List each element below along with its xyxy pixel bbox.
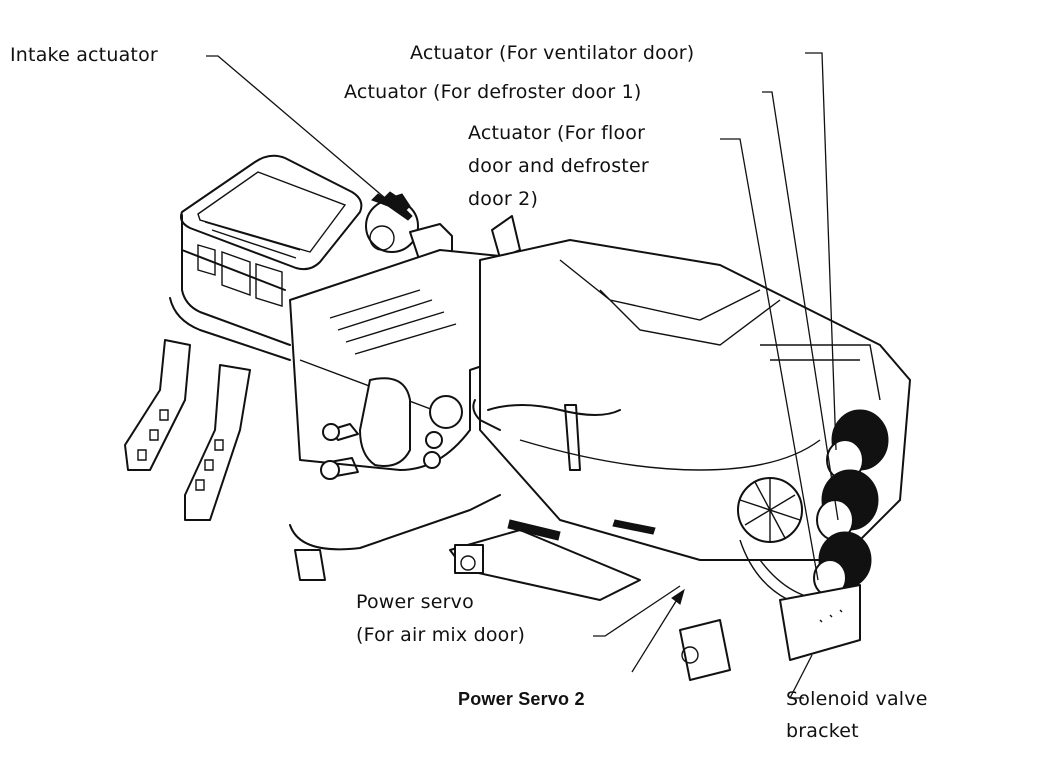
leader-intake-actuator — [206, 55, 393, 205]
leader-defroster1-actuator — [762, 91, 839, 521]
label-intake-actuator: Intake actuator — [10, 44, 158, 66]
leader-ventilator-actuator — [805, 52, 837, 451]
door-linkages — [289, 494, 731, 681]
actuator-cluster — [737, 409, 889, 661]
label-ventilator-actuator: Actuator (For ventilator door) — [410, 42, 695, 64]
label-power-servo-line1: Power servo — [356, 591, 474, 613]
leader-power-servo-2-arrowhead — [671, 588, 685, 605]
leader-floor-actuator — [720, 138, 819, 581]
label-solenoid-valve-line2: bracket — [786, 720, 859, 742]
label-floor-actuator-line1: Actuator (For floor — [468, 122, 646, 144]
label-floor-actuator-line2: door and defroster — [468, 155, 649, 177]
blower-intake-housing — [169, 154, 363, 361]
label-floor-actuator-line3: door 2) — [468, 188, 539, 210]
leader-power-servo-2 — [631, 597, 679, 673]
label-power-servo-line2: (For air mix door) — [356, 624, 526, 646]
label-solenoid-valve-line1: Solenoid valve — [786, 688, 928, 710]
label-power-servo-2: Power Servo 2 — [458, 689, 585, 709]
mounting-brackets — [124, 339, 326, 581]
evaporator-case — [423, 239, 911, 561]
leader-power-servo — [593, 585, 681, 637]
leader-solenoid-bracket — [788, 654, 813, 699]
intake-actuator-part — [365, 191, 521, 263]
label-defroster1-actuator: Actuator (For defroster door 1) — [344, 81, 642, 103]
